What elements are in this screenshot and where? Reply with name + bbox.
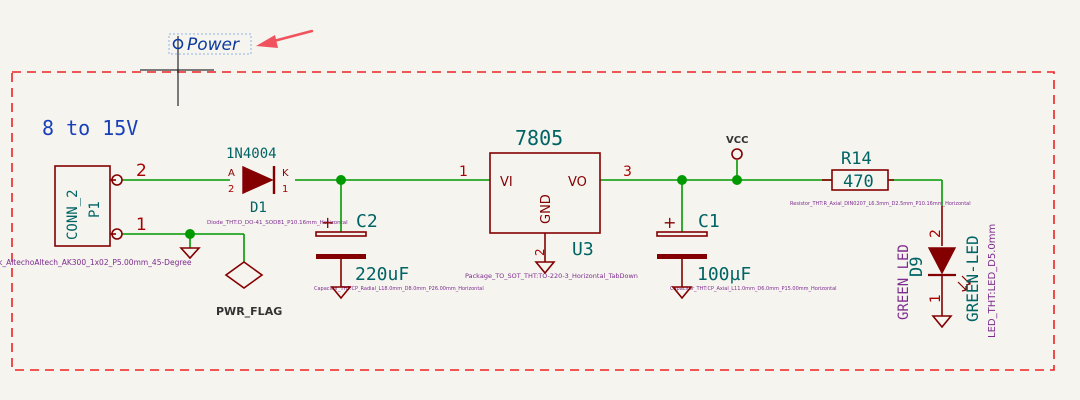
vcc-power-port[interactable]: VCC bbox=[726, 135, 748, 160]
ground-symbol-d9[interactable] bbox=[931, 315, 953, 329]
c1-top-plate bbox=[656, 231, 708, 237]
p1-pin1-number: 1 bbox=[136, 215, 147, 235]
p1-body bbox=[54, 165, 111, 247]
crosshair-cursor-icon bbox=[140, 36, 214, 106]
selection-highlight bbox=[168, 33, 252, 55]
c2-value: 220uF bbox=[355, 264, 409, 285]
resistor-r14[interactable]: R14 470 Resistor_THT:R_Axial_DIN0207_L6.… bbox=[790, 149, 971, 207]
junctions bbox=[185, 175, 742, 239]
d1-pin-name-a: A bbox=[228, 168, 235, 179]
power-net-label[interactable]: Power bbox=[187, 35, 240, 55]
c1-bottom-plate bbox=[657, 254, 707, 259]
ground-symbol-p1[interactable] bbox=[179, 247, 201, 260]
u3-pin-name-vi: VI bbox=[500, 175, 513, 190]
u3-footprint: Package_TO_SOT_THT:TO-220-3_Horizontal_T… bbox=[465, 272, 638, 280]
c2-polarity: + bbox=[321, 213, 334, 232]
u3-value: 7805 bbox=[515, 126, 563, 150]
ground-symbol-u3[interactable] bbox=[534, 261, 556, 275]
d1-pin-name-k: K bbox=[282, 168, 289, 179]
vcc-label: VCC bbox=[726, 135, 748, 146]
r14-value: 470 bbox=[843, 172, 874, 192]
connector-p1[interactable]: 2 1 CONN_2 P1 k_AltechoAltech_AK300_1x02… bbox=[0, 161, 192, 267]
u3-pin-name-gnd: GND bbox=[539, 194, 554, 224]
p1-value: CONN_2 bbox=[65, 189, 81, 240]
u3-pin-name-vo: VO bbox=[568, 175, 587, 190]
c1-polarity: + bbox=[663, 213, 676, 232]
c2-footprint: Capacitor_THT:CP_Radial_L18.0mm_D8.0mm_P… bbox=[314, 286, 484, 292]
u3-pin-number-2: 2 bbox=[533, 248, 547, 256]
d9-ref: D9 bbox=[907, 257, 927, 277]
c2-bottom-plate bbox=[316, 254, 366, 259]
d9-value: GREEN LED bbox=[896, 244, 912, 320]
d1-pin-number-k: 1 bbox=[282, 184, 288, 195]
c1-ref: C1 bbox=[698, 211, 720, 232]
u3-ref: U3 bbox=[572, 239, 594, 260]
u3-pin-number-1: 1 bbox=[459, 164, 468, 180]
p1-pin2-terminal[interactable] bbox=[111, 174, 123, 186]
junction-dot bbox=[732, 175, 742, 185]
ground-symbol-c1[interactable] bbox=[671, 286, 693, 300]
capacitor-c1[interactable]: + C1 100µF Capacitor_THT:CP_Axial_L11.0m… bbox=[656, 211, 837, 300]
ground-symbol-c2[interactable] bbox=[330, 286, 352, 300]
d9-footprint: LED_THT:LED_D5.0mm bbox=[987, 224, 998, 338]
c1-footprint: Capacitor_THT:CP_Axial_L11.0mm_D6.0mm_P1… bbox=[670, 286, 837, 292]
r14-ref: R14 bbox=[841, 149, 872, 169]
d9-value-field: GREEN-LED bbox=[963, 235, 982, 322]
d9-pin-number-2: 2 bbox=[928, 229, 944, 238]
junction-dot bbox=[677, 175, 687, 185]
d1-pin-number-a: 2 bbox=[228, 184, 234, 195]
voltage-annotation[interactable]: 8 to 15V bbox=[42, 116, 138, 140]
regulator-u3[interactable]: 7805 VI VO GND 1 3 2 U3 Package_TO_SOT_T… bbox=[459, 126, 638, 280]
power-label-pin[interactable] bbox=[172, 38, 184, 50]
wires bbox=[122, 160, 943, 262]
led-d9[interactable]: 2 1 GREEN LED D9 GREEN-LED LED_THT:LED_D… bbox=[896, 206, 998, 338]
d1-ref: D1 bbox=[250, 200, 267, 216]
d1-triangle bbox=[242, 165, 274, 195]
junction-dot bbox=[185, 229, 195, 239]
diode-d1[interactable]: 1N4004 A K 2 1 D1 Diode_THT:D_DO-41_SOD8… bbox=[207, 146, 348, 226]
d9-triangle bbox=[927, 247, 957, 275]
sheet-border[interactable] bbox=[11, 71, 1055, 371]
d9-pin-number-1: 1 bbox=[928, 294, 944, 303]
p1-ref: P1 bbox=[87, 201, 103, 218]
c2-ref: C2 bbox=[356, 211, 378, 232]
pwr-flag[interactable]: PWR_FLAG bbox=[216, 261, 282, 318]
c2-top-plate bbox=[315, 231, 367, 237]
d1-value: 1N4004 bbox=[226, 146, 277, 162]
red-arrow-icon bbox=[256, 29, 314, 48]
capacitor-c2[interactable]: + C2 220uF Capacitor_THT:CP_Radial_L18.0… bbox=[314, 211, 484, 300]
junction-dot bbox=[336, 175, 346, 185]
vcc-circle bbox=[731, 148, 743, 160]
led-emission-arrows-icon bbox=[957, 275, 971, 292]
r14-footprint: Resistor_THT:R_Axial_DIN0207_L6.3mm_D2.5… bbox=[790, 201, 971, 207]
p1-pin2-number: 2 bbox=[136, 161, 147, 181]
d1-footprint: Diode_THT:D_DO-41_SOD81_P10.16mm_Horizon… bbox=[207, 220, 348, 226]
p1-footprint: k_AltechoAltech_AK300_1x02_P5.00mm_45-De… bbox=[0, 258, 192, 267]
u3-pin-number-3: 3 bbox=[623, 164, 632, 180]
pwr-flag-diamond bbox=[224, 261, 264, 289]
p1-pin1-terminal[interactable] bbox=[111, 228, 123, 240]
pwr-flag-label: PWR_FLAG bbox=[216, 305, 282, 318]
c1-value: 100µF bbox=[697, 264, 751, 285]
